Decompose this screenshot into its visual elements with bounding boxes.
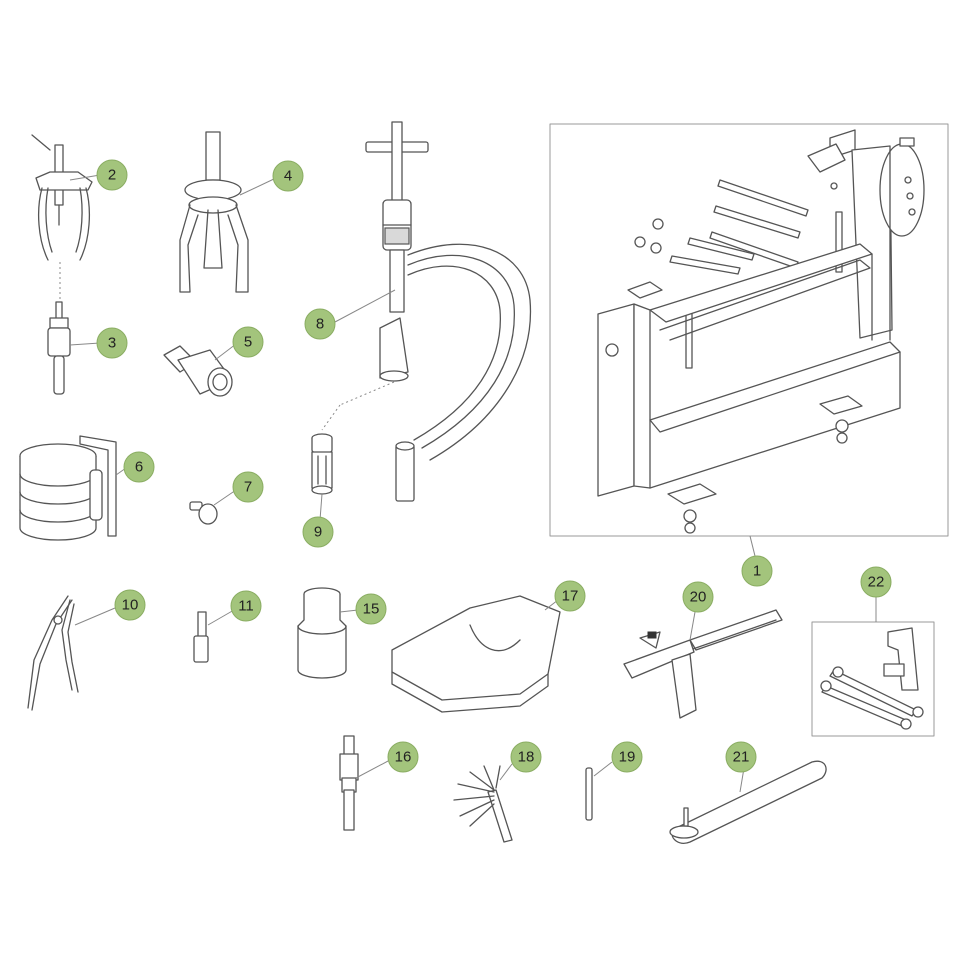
callout-7-label: 7 [244,479,252,496]
callout-8: 8 [304,308,336,340]
callout-22: 22 [860,566,892,598]
callout-3: 3 [96,327,128,359]
callout-9: 9 [302,516,334,548]
part-19-pin [585,761,613,821]
callout-11: 11 [230,590,262,622]
callout-1-label: 1 [753,563,761,580]
callout-18-label: 18 [518,749,535,766]
part-18-feeler-gauge [453,763,513,843]
callout-6: 6 [123,451,155,483]
callout-20: 20 [682,581,714,613]
part-6-ring-compressor [19,435,127,541]
part-1-engine-stand-group [549,123,949,561]
callout-15-label: 15 [363,601,380,618]
part-4-gear-puller [179,131,277,293]
callout-3-label: 3 [108,335,116,352]
callout-15: 15 [355,593,387,625]
callout-4: 4 [272,160,304,192]
callout-6-label: 6 [135,459,143,476]
callout-4-label: 4 [284,168,292,185]
callout-11-label: 11 [238,598,254,615]
callout-10-label: 10 [122,597,139,614]
part-9-valve-cage [311,433,333,521]
callout-8-label: 8 [316,316,324,333]
part-11-drift [193,609,235,663]
callout-19: 19 [611,741,643,773]
callout-10: 10 [114,589,146,621]
part-7-piston-pin-tool [189,489,237,525]
part-16-valve-tool [339,735,391,831]
part-22-bolt-set [811,596,935,737]
callout-5-label: 5 [244,334,252,351]
callout-22-label: 22 [868,574,885,591]
callout-19-label: 19 [619,749,636,766]
callout-20-label: 20 [690,589,707,606]
callout-18: 18 [510,741,542,773]
part-10-circlip-pliers [27,595,116,711]
callout-17: 17 [554,580,586,612]
part-20-flywheel-holder [623,609,783,719]
callout-9-label: 9 [314,524,322,541]
callout-21: 21 [725,741,757,773]
part-15-socket [297,587,359,679]
part-3-puller-adapter [47,301,101,395]
part-21-pin-spanner [669,760,827,844]
callout-5: 5 [232,326,264,358]
part-8-valve-spring-compressor [321,121,532,502]
callout-21-label: 21 [733,749,750,766]
callout-16-label: 16 [395,749,412,766]
part-2-two-jaw-puller [31,134,101,300]
callout-1: 1 [741,555,773,587]
part-17-support-plate [391,595,561,713]
callout-7: 7 [232,471,264,503]
callout-17-label: 17 [562,588,579,605]
callout-16: 16 [387,741,419,773]
callout-2: 2 [96,159,128,191]
part-5-socket-adapter [163,343,237,397]
callout-2-label: 2 [108,167,116,184]
